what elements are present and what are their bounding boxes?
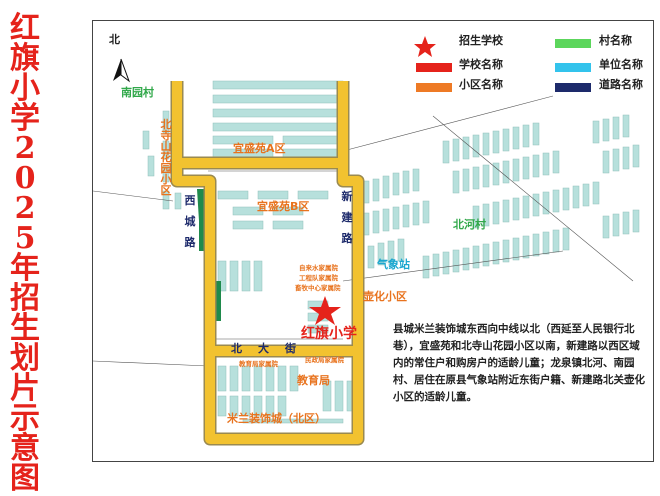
label-yishengA: 宜盛苑A区 — [233, 142, 286, 155]
vertical-char: 城 — [184, 215, 196, 228]
label-nanyuan: 南园村 — [121, 86, 154, 99]
legend-unit: 单位名称 — [599, 58, 643, 71]
vertical-char: 招 — [10, 281, 40, 316]
vertical-char: 新 — [341, 190, 353, 203]
vertical-char: 山 — [160, 140, 172, 153]
minor-streets — [93, 95, 634, 367]
vertical-char: 2 — [14, 131, 36, 166]
vertical-char: 学 — [10, 101, 40, 136]
legend-village: 村名称 — [599, 34, 632, 47]
label-beisishan: 北寺山花园小区 — [159, 119, 173, 196]
label-school-main: 红旗小学 — [301, 326, 357, 342]
vertical-char: 花 — [160, 151, 172, 164]
vertical-char: 生 — [10, 311, 40, 346]
label-small-2: 工程队家属院 — [299, 274, 338, 282]
vertical-char: 示 — [10, 401, 40, 436]
legend-road: 道路名称 — [599, 78, 643, 91]
label-yishengB: 宜盛苑B区 — [257, 200, 310, 213]
vertical-char: 建 — [341, 211, 353, 224]
vertical-char: 年 — [10, 251, 40, 286]
vertical-char: 图 — [10, 461, 40, 496]
vertical-char: 2 — [14, 191, 36, 226]
label-huhua: 壶化小区 — [363, 290, 407, 303]
vertical-char: 片 — [10, 371, 40, 406]
north-label: 北 — [109, 33, 120, 46]
vertical-char: 寺 — [160, 129, 172, 142]
label-qixiang: 气象站 — [377, 258, 410, 271]
vertical-char: 意 — [10, 431, 40, 466]
map-canvas — [93, 36, 640, 446]
vertical-char: 北 — [160, 118, 172, 131]
north-arrow-icon — [113, 59, 121, 81]
vertical-char: 5 — [14, 221, 36, 256]
vertical-char: 园 — [160, 162, 172, 175]
school-star-icon — [309, 296, 341, 325]
legend-school-name: 学校名称 — [459, 58, 503, 71]
vertical-char: 西 — [184, 194, 196, 207]
label-beihe: 北河村 — [453, 218, 486, 231]
label-jiaoyuju: 教育局 — [297, 374, 330, 387]
legend-community: 小区名称 — [459, 78, 503, 91]
vertical-char: 路 — [184, 236, 196, 249]
label-small-5: 民政局家属院 — [305, 356, 344, 364]
legend-star-icon — [414, 36, 436, 57]
vertical-char: 路 — [341, 232, 353, 245]
enrollment-note: 县城米兰装饰城东西向中线以北（西延至人民银行北巷），宜盛苑和北寺山花园小区以南，… — [393, 323, 645, 403]
vertical-char: 区 — [160, 184, 172, 197]
label-beidajie: 北大街 — [231, 342, 312, 355]
vertical-char: 小 — [10, 71, 40, 106]
legend-school: 招生学校 — [459, 34, 503, 47]
building-blocks — [142, 80, 640, 424]
label-xinjianlu: 新建路 — [340, 191, 354, 244]
vertical-char: 旗 — [10, 41, 40, 76]
label-xichenglu: 西城路 — [183, 195, 197, 248]
roads — [172, 81, 363, 444]
label-small-1: 自来水家属院 — [299, 264, 338, 272]
label-small-3: 畜牧中心家属院 — [295, 284, 341, 292]
label-milan: 米兰装饰城（北区） — [227, 412, 326, 425]
vertical-char: 红 — [10, 11, 40, 46]
vertical-char: 划 — [10, 341, 40, 376]
vertical-char: 小 — [160, 173, 172, 186]
vertical-char: 0 — [14, 161, 36, 196]
label-small-4: 教育局家属院 — [239, 360, 278, 368]
map-area: 北 招生学校 村名称 学校名称 单位名称 小区名称 道路名称 南园村 北寺山花园… — [92, 20, 654, 462]
